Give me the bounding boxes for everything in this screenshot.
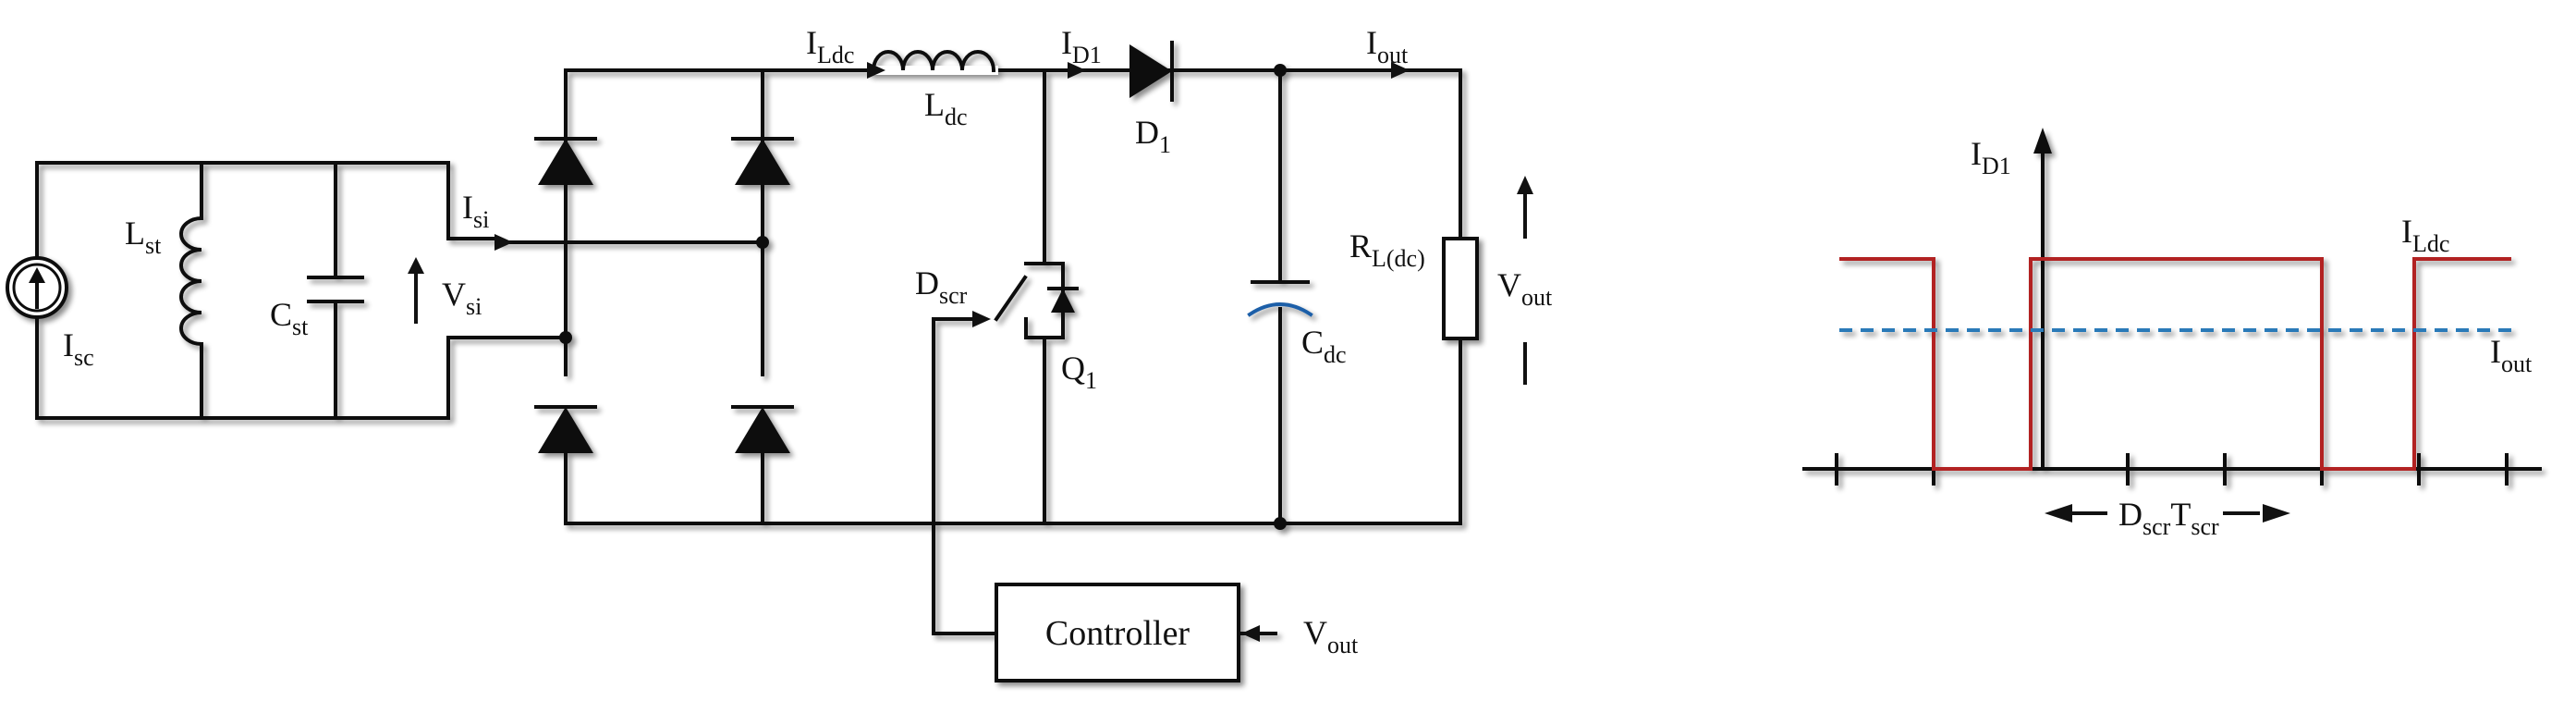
diode-d1-symbol <box>1129 41 1174 102</box>
switch-q1-symbol <box>994 68 1079 525</box>
label-cst: Cst <box>270 296 309 340</box>
label-dscr: Dscr <box>915 264 968 309</box>
series-iout-label: Iout <box>2490 333 2533 377</box>
label-iout: Iout <box>1366 24 1409 68</box>
label-ildc: ILdc <box>806 24 854 68</box>
label-d1: D1 <box>1135 114 1171 158</box>
label-cdc: Cdc <box>1301 324 1347 368</box>
label-ldc: Ldc <box>924 86 968 130</box>
current-axis-arrowhead <box>2033 128 2052 154</box>
inductor-ldc-symbol <box>869 50 998 75</box>
interval-label: DscrTscr <box>2118 496 2219 540</box>
label-id1: ID1 <box>1061 24 1102 68</box>
interval-arrows <box>2045 504 2290 523</box>
label-rl: RL(dc) <box>1349 228 1425 272</box>
capacitor-cst-symbol <box>307 276 364 303</box>
label-vsi: Vsi <box>442 276 482 320</box>
label-vout: Vout <box>1497 266 1553 311</box>
waveform-labels: ID1 ILdc Iout DscrTscr <box>1971 135 2533 540</box>
label-controller-vout: Vout <box>1303 614 1359 658</box>
circuit-labels: Isc Lst Cst Vsi Isi ILdc Ldc ID1 D1 Iout… <box>63 24 1553 658</box>
inductor-lst-symbol <box>179 215 204 347</box>
circuit-schematic <box>6 41 1479 683</box>
label-lst: Lst <box>125 215 162 259</box>
capacitor-cdc-symbol <box>1247 64 1313 530</box>
label-q1: Q1 <box>1061 350 1097 394</box>
label-isc: Isc <box>63 326 94 371</box>
yaxis-label: ID1 <box>1971 135 2011 179</box>
source-wires <box>35 161 568 420</box>
controller-box <box>995 583 1240 683</box>
resistor-rl-symbol <box>1442 68 1479 525</box>
current-source-symbol <box>6 256 68 319</box>
waveform-plot <box>1802 128 2542 486</box>
series-ildc-label: ILdc <box>2401 213 2449 257</box>
label-isi: Isi <box>462 189 489 233</box>
waveform-axes <box>1802 143 2542 486</box>
controller-label: Controller <box>1045 614 1190 653</box>
bridge-rectifier <box>446 68 1462 525</box>
circuit-arrows <box>408 62 1533 642</box>
series-ildc-line <box>1839 257 2511 471</box>
